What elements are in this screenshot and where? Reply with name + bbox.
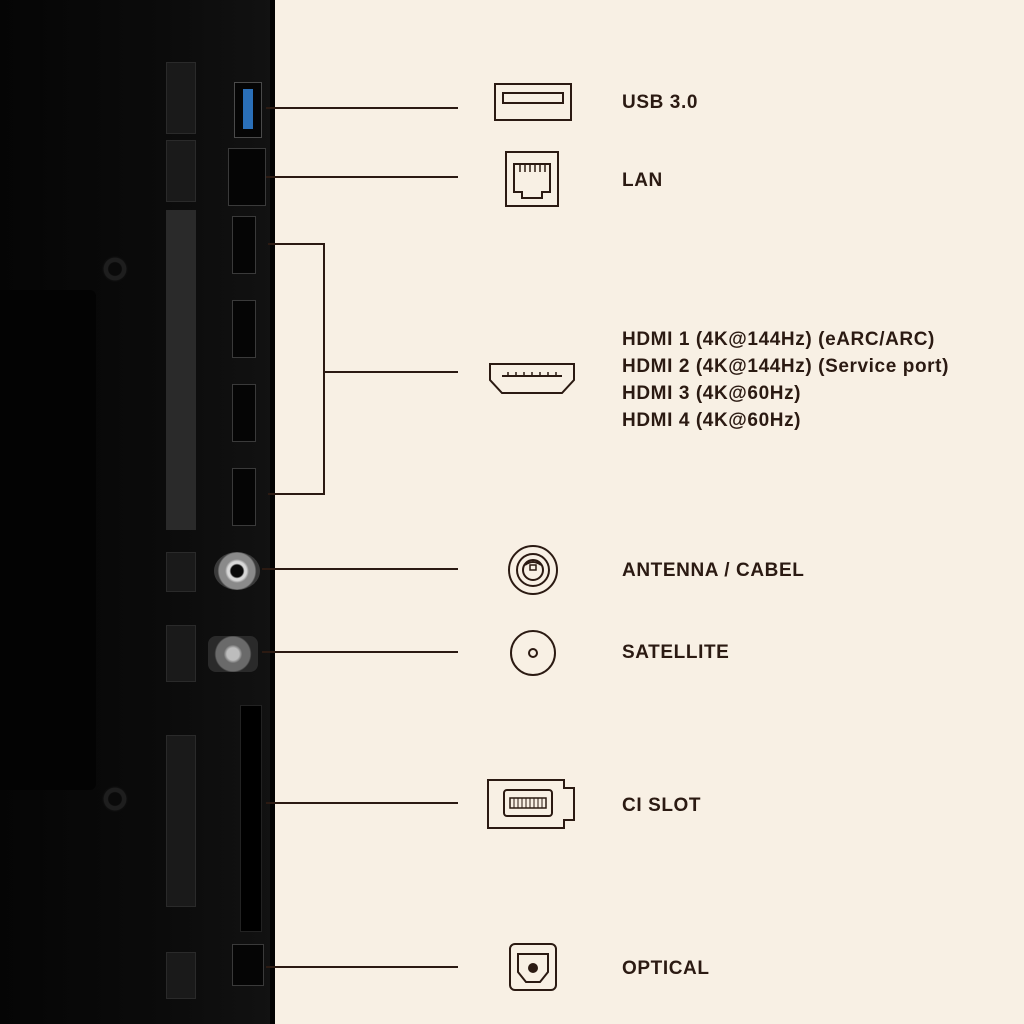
port-label-strip xyxy=(166,140,196,202)
hdmi-bracket xyxy=(268,243,325,495)
screw xyxy=(102,256,128,282)
label-line: ANTENNA / CABEL xyxy=(622,560,805,581)
label-line: HDMI 4 (4K@60Hz) xyxy=(622,410,802,431)
usb-label: USB 3.0 xyxy=(622,89,698,116)
panel-edge xyxy=(270,0,275,1024)
satellite-icon xyxy=(510,630,556,676)
lan-label: LAN xyxy=(622,167,663,194)
label-line: OPTICAL xyxy=(622,958,710,979)
screw xyxy=(102,786,128,812)
label-line: USB 3.0 xyxy=(622,92,699,113)
usb-icon xyxy=(494,83,572,121)
lan-icon xyxy=(505,151,559,207)
hdmi-label: HDMI 1 (4K@144Hz) (eARC/ARC) HDMI 2 (4K@… xyxy=(622,326,949,434)
optical-icon xyxy=(509,943,557,991)
port-label-strip xyxy=(166,952,196,999)
antenna-port xyxy=(214,552,260,590)
port-label-strip xyxy=(166,735,196,907)
label-line: HDMI 2 (4K@144Hz) (Service port) xyxy=(622,356,950,377)
optical-label: OPTICAL xyxy=(622,955,710,982)
hdmi-port xyxy=(232,300,256,358)
hdmi-port xyxy=(232,384,256,442)
port-label-strip xyxy=(166,210,196,530)
antenna-icon xyxy=(508,545,558,595)
ci-slot-label: CI SLOT xyxy=(622,792,701,819)
satellite-port xyxy=(208,636,258,672)
hdmi-port xyxy=(232,216,256,274)
label-line: SATELLITE xyxy=(622,642,730,663)
antenna-label: ANTENNA / CABEL xyxy=(622,557,804,584)
hdmi-port xyxy=(232,468,256,526)
port-label-strip xyxy=(166,625,196,682)
port-label-strip xyxy=(166,552,196,592)
label-line: CI SLOT xyxy=(622,795,702,816)
usb-port xyxy=(234,82,262,138)
satellite-label: SATELLITE xyxy=(622,639,729,666)
optical-port xyxy=(232,944,264,986)
ci-slot-icon xyxy=(487,779,575,829)
port-label-strip xyxy=(166,62,196,134)
label-line: LAN xyxy=(622,170,663,191)
label-line: HDMI 3 (4K@60Hz) xyxy=(622,383,802,404)
label-line: HDMI 1 (4K@144Hz) (eARC/ARC) xyxy=(622,329,935,350)
tv-back-panel xyxy=(0,0,275,1024)
ci-slot-opening xyxy=(240,705,262,932)
hdmi-icon xyxy=(489,363,575,394)
lan-port xyxy=(228,148,266,206)
panel-recess xyxy=(0,290,96,790)
